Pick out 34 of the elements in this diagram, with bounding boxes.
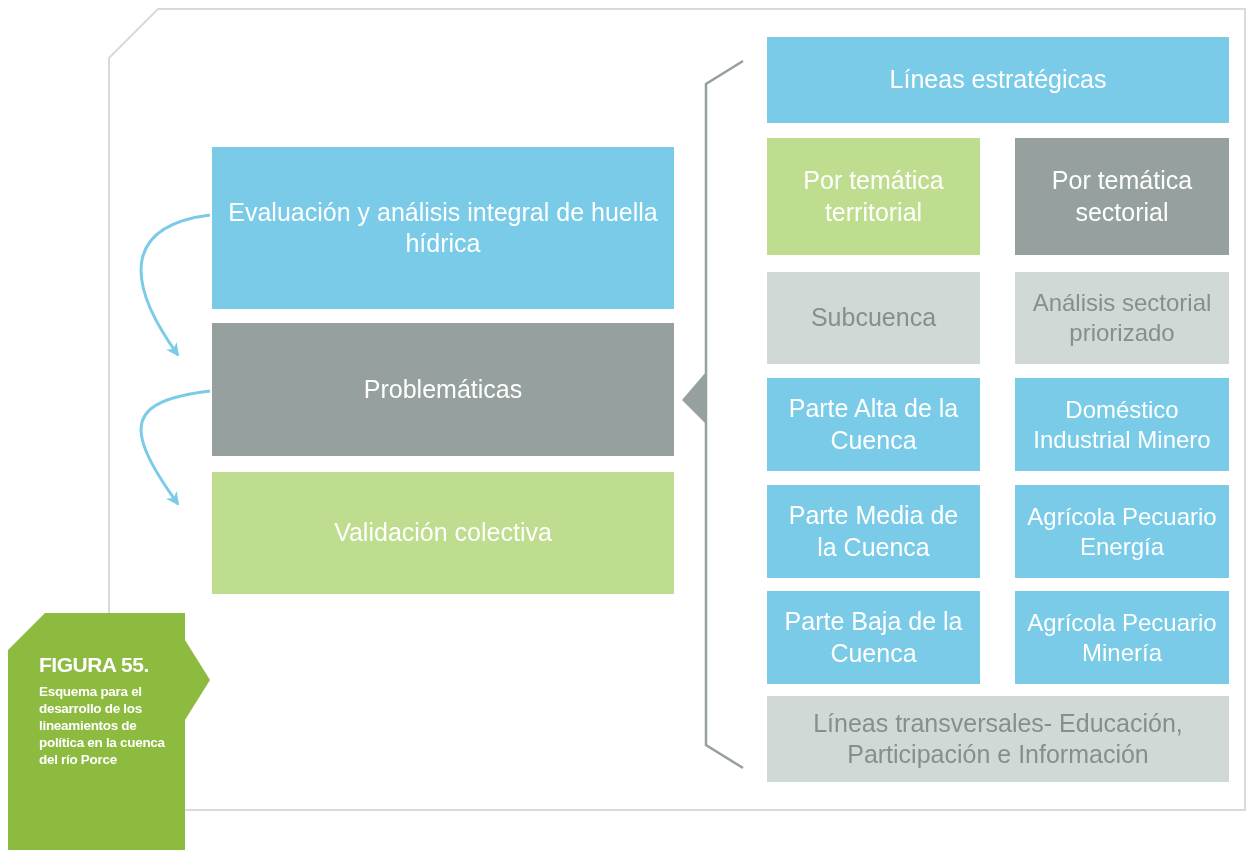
process-box	[1015, 378, 1229, 471]
process-box	[767, 696, 1229, 782]
box-label: Agrícola Pecuario Minería	[1026, 607, 1218, 668]
process-box	[767, 37, 1229, 123]
box-label: Por temática territorial	[802, 165, 945, 228]
process-box	[1015, 485, 1229, 578]
box-label: Problemáticas	[363, 373, 523, 405]
process-box	[1015, 138, 1229, 255]
box-label: Evaluación y análisis integral de huella hídrica	[227, 196, 659, 259]
box-label: Parte Media de la Cuenca	[787, 500, 960, 563]
box-label: Subcuenca	[810, 302, 937, 334]
process-box	[212, 323, 674, 456]
curved-arrow	[139, 389, 211, 506]
process-box	[767, 378, 980, 471]
box-label: Validación colectiva	[334, 517, 552, 549]
box-label: Agrícola Pecuario Energía	[1026, 501, 1218, 562]
process-box	[1015, 272, 1229, 364]
figure-title: FIGURA 55.	[39, 653, 149, 677]
box-label: Líneas estratégicas	[889, 64, 1107, 96]
box-label: Doméstico Industrial Minero	[1032, 394, 1212, 455]
box-label: Análisis sectorial priorizado	[1031, 288, 1213, 348]
curved-arrow	[139, 213, 211, 357]
box-label: Por temática sectorial	[1050, 165, 1194, 228]
figure-caption: Esquema para el desarrollo de los lineamientos de política en la cuenca del río Porce	[39, 683, 166, 768]
process-box	[767, 138, 980, 255]
process-box	[767, 272, 980, 364]
process-box	[767, 485, 980, 578]
box-label: Parte Baja de la Cuenca	[783, 606, 964, 669]
process-box	[767, 591, 980, 684]
process-box	[1015, 591, 1229, 684]
process-box	[212, 147, 674, 309]
box-label: Líneas transversales- Educación, Participación e Información	[812, 707, 1184, 770]
box-label: Parte Alta de la Cuenca	[787, 393, 960, 456]
process-box	[212, 472, 674, 594]
